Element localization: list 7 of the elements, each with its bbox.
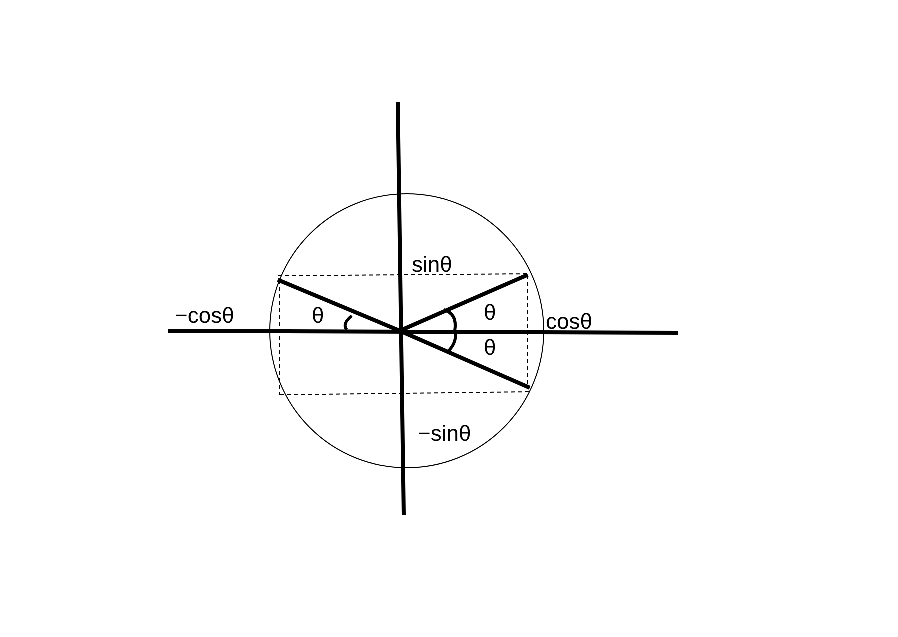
axis-label: θ xyxy=(484,302,496,324)
axis-label: sinθ xyxy=(412,254,452,276)
axis-label: θ xyxy=(312,305,324,327)
axis-label: −cosθ xyxy=(175,305,234,327)
axis-label: cosθ xyxy=(546,311,592,333)
axis-label: −sinθ xyxy=(418,423,472,445)
axis-label: θ xyxy=(484,337,496,359)
